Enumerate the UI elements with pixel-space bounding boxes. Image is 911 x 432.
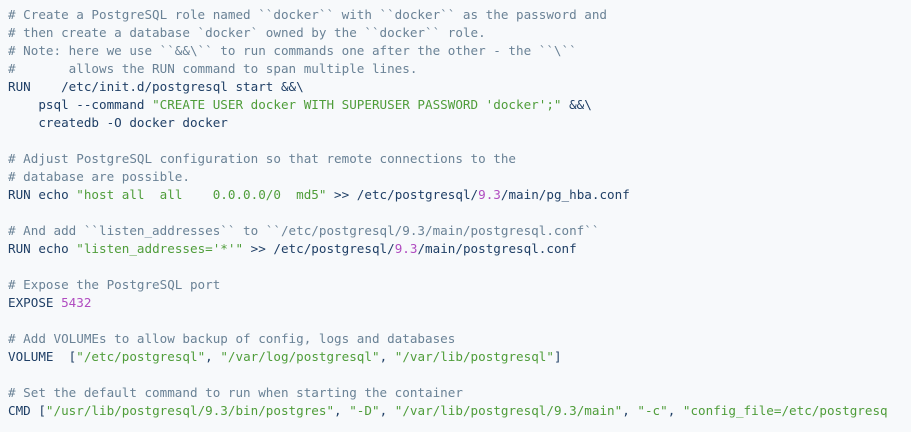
code-string: "/var/lib/postgresql" [394,349,554,364]
code-text: CMD [ [8,403,46,418]
code-string: "listen_addresses='*'" [76,241,244,256]
code-string: "-c" [637,403,668,418]
code-line: # Expose the PostgreSQL port [8,276,911,294]
code-line: psql --command "CREATE USER docker WITH … [8,96,911,114]
code-line: # allows the RUN command to span multipl… [8,60,911,78]
code-comment: # database are possible. [8,169,190,184]
code-line: # Note: here we use ``&&\`` to run comma… [8,42,911,60]
code-comment: # Add VOLUMEs to allow backup of config,… [8,331,456,346]
code-line: # Set the default command to run when st… [8,384,911,402]
code-text: /main/postgresql.conf [417,241,577,256]
code-line [8,312,911,330]
code-line: createdb -O docker docker [8,114,911,132]
code-string: "/usr/lib/postgresql/9.3/bin/postgres" [45,403,335,418]
code-line: # Create a PostgreSQL role named ``docke… [8,6,911,24]
code-line: CMD ["/usr/lib/postgresql/9.3/bin/postgr… [8,402,911,420]
code-line: RUN /etc/init.d/postgresql start &&\ [8,78,911,96]
code-line: RUN echo "listen_addresses='*'" >> /etc/… [8,240,911,258]
code-string: "host all all 0.0.0.0/0 md5" [76,187,327,202]
code-string: "config_file=/etc/postgresq [682,403,888,418]
code-comment: # Expose the PostgreSQL port [8,277,221,292]
code-line [8,204,911,222]
code-text: , [379,349,395,364]
code-comment: # Set the default command to run when st… [8,385,463,400]
code-line [8,132,911,150]
code-string: "CREATE USER docker WITH SUPERUSER PASSW… [152,97,562,112]
code-text: EXPOSE [8,295,62,310]
code-text: >> /etc/postgresql/ [326,187,479,202]
code-comment: # allows the RUN command to span multipl… [8,61,418,76]
code-number: 9.3 [394,241,418,256]
code-comment: # Create a PostgreSQL role named ``docke… [8,7,607,22]
code-text: , [667,403,683,418]
code-line: # database are possible. [8,168,911,186]
code-number: 9.3 [478,187,501,202]
code-text: psql --command [8,97,153,112]
code-text: VOLUME [ [8,349,77,364]
code-text: RUN echo [8,241,77,256]
code-number: 5432 [61,295,92,310]
code-text: RUN echo [8,187,77,202]
code-string: "/var/log/postgresql" [220,349,380,364]
code-line: # Add VOLUMEs to allow backup of config,… [8,330,911,348]
code-text: RUN /etc/init.d/postgresql start &&\ [8,79,304,94]
code-text: , [379,403,395,418]
code-line: # then create a database `docker` owned … [8,24,911,42]
code-text: >> /etc/postgresql/ [243,241,395,256]
code-text: , [334,403,350,418]
code-comment: # Adjust PostgreSQL configuration so tha… [8,151,516,166]
code-text: , [205,349,221,364]
code-comment: # And add ``listen_addresses`` to ``/etc… [8,223,600,238]
code-line: # And add ``listen_addresses`` to ``/etc… [8,222,911,240]
code-text: createdb -O docker docker [8,115,228,130]
code-line: EXPOSE 5432 [8,294,911,312]
code-comment: # then create a database `docker` owned … [8,25,486,40]
code-comment: # Note: here we use ``&&\`` to run comma… [8,43,577,58]
code-text: ] [553,349,562,364]
code-string: "/etc/postgresql" [76,349,206,364]
code-line [8,366,911,384]
code-text: , [622,403,638,418]
code-text: /main/pg_hba.conf [500,187,630,202]
code-text: &&\ [561,97,592,112]
code-string: "-D" [349,403,380,418]
code-string: "/var/lib/postgresql/9.3/main" [394,403,623,418]
code-line: VOLUME ["/etc/postgresql", "/var/log/pos… [8,348,911,366]
code-line [8,258,911,276]
code-line: # Adjust PostgreSQL configuration so tha… [8,150,911,168]
code-line: RUN echo "host all all 0.0.0.0/0 md5" >>… [8,186,911,204]
